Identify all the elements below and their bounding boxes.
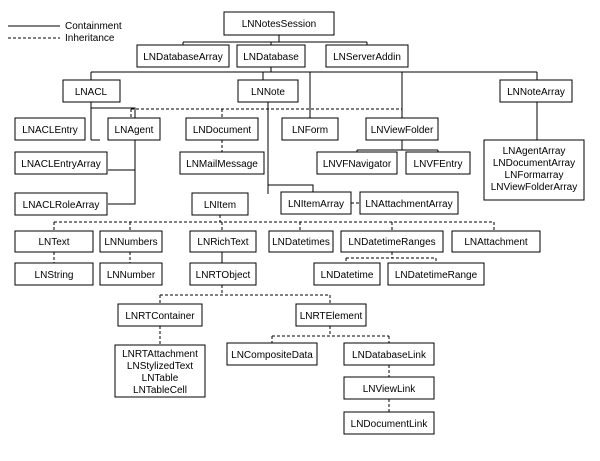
node-rt-element: LNRTElement [295, 303, 367, 327]
node-attachment: LNAttachment [451, 230, 541, 253]
node-rt-attachment-label: LNRTAttachment [122, 349, 198, 360]
node-vf-navigator: LNVFNavigator [316, 151, 398, 175]
node-agent: LNAgent [107, 117, 161, 141]
node-view-link: LNViewLink [343, 376, 435, 400]
node-view-folder-array-label: LNViewFolderArray [491, 182, 578, 193]
node-note-array: LNNoteArray [499, 79, 573, 103]
containment-connectors [90, 35, 538, 263]
node-agent-label: LNAgent [115, 125, 154, 136]
node-attachment-array: LNAttachmentArray [359, 191, 459, 215]
node-datetimes-label: LNDatetimes [272, 237, 330, 248]
node-rt-container: LNRTContainer [117, 303, 203, 327]
node-rich-text: LNRichText [189, 230, 257, 253]
node-numbers: LNNumbers [99, 230, 163, 253]
node-rt-object-label: LNRTObject [196, 270, 251, 281]
node-acl-label: LNACL [75, 87, 108, 98]
node-database-link-label: LNDatabaseLink [352, 350, 427, 361]
node-datetime-range-label: LNDatetimeRange [395, 270, 478, 281]
node-text: LNText [14, 230, 94, 253]
node-datetime-ranges: LNDatetimeRanges [340, 230, 444, 253]
node-database-label: LNDatabase [243, 52, 299, 63]
node-note-label: LNNote [251, 87, 285, 98]
legend-containment-label: Containment [65, 21, 122, 32]
node-rt-element-label: LNRTElement [300, 311, 363, 322]
node-acl-entry-label: LNACLEntry [22, 125, 78, 136]
node-acl: LNACL [62, 79, 121, 103]
node-agent-array-label: LNAgentArray [503, 146, 566, 157]
node-database-array-label: LNDatabaseArray [143, 52, 222, 63]
node-document-label: LNDocument [193, 125, 252, 136]
node-session: LNNotesSession [223, 11, 335, 36]
node-item-array-label: LNItemArray [288, 199, 344, 210]
node-rt-container-subtypes: LNRTAttachment LNStylizedText LNTable LN… [114, 344, 206, 398]
node-table-cell-label: LNTableCell [133, 385, 187, 396]
node-datetime-label: LNDatetime [321, 270, 374, 281]
node-datetime-ranges-label: LNDatetimeRanges [348, 237, 435, 248]
node-document-link-label: LNDocumentLink [351, 419, 429, 430]
node-item-array: LNItemArray [280, 191, 352, 215]
inheritance-connectors [53, 102, 495, 412]
node-mail-message-label: LNMailMessage [186, 159, 258, 170]
node-attachment-label: LNAttachment [464, 237, 528, 248]
node-database: LNDatabase [236, 44, 306, 68]
node-view-folder-label: LNViewFolder [371, 125, 434, 136]
node-datetimes: LNDatetimes [268, 230, 334, 253]
node-datetime-range: LNDatetimeRange [387, 262, 485, 286]
node-acl-role-array: LNACLRoleArray [14, 192, 108, 216]
legend-inheritance-label: Inheritance [65, 33, 115, 44]
node-number: LNNumber [99, 262, 163, 286]
node-form-label: LNForm [292, 125, 328, 136]
node-note: LNNote [237, 79, 299, 103]
node-string: LNString [14, 262, 94, 286]
node-acl-entry: LNACLEntry [14, 117, 86, 141]
node-rich-text-label: LNRichText [197, 237, 248, 248]
node-composite-data: LNCompositeData [226, 342, 318, 366]
node-form: LNForm [281, 117, 339, 141]
node-string-label: LNString [35, 270, 74, 281]
node-stylized-text-label: LNStylizedText [127, 361, 193, 372]
node-acl-role-array-label: LNACLRoleArray [23, 200, 100, 211]
node-database-array: LNDatabaseArray [136, 44, 230, 68]
node-composite-data-label: LNCompositeData [231, 350, 313, 361]
node-form-array-label: LNFormarray [505, 170, 564, 181]
node-database-link: LNDatabaseLink [343, 342, 435, 366]
node-item: LNItem [191, 192, 249, 216]
node-vf-entry: LNVFEntry [405, 151, 471, 175]
node-attachment-array-label: LNAttachmentArray [365, 199, 452, 210]
node-text-label: LNText [38, 237, 69, 248]
node-item-label: LNItem [204, 200, 236, 211]
node-datetime: LNDatetime [313, 262, 381, 286]
node-view-folder: LNViewFolder [365, 117, 439, 141]
node-server-addin: LNServerAddin [325, 44, 409, 68]
node-vf-entry-label: LNVFEntry [414, 159, 463, 170]
node-table-label: LNTable [142, 373, 179, 384]
node-number-label: LNNumber [107, 270, 156, 281]
node-rt-container-label: LNRTContainer [125, 311, 195, 322]
node-server-addin-label: LNServerAddin [333, 52, 401, 63]
node-note-array-subtypes: LNAgentArray LNDocumentArray LNFormarray… [483, 139, 585, 201]
node-acl-entry-array-label: LNACLEntryArray [21, 159, 100, 170]
node-document-link: LNDocumentLink [343, 411, 435, 435]
node-note-array-label: LNNoteArray [507, 87, 565, 98]
node-rt-object: LNRTObject [189, 262, 257, 286]
node-numbers-label: LNNumbers [104, 237, 157, 248]
legend: Containment Inheritance [8, 21, 122, 44]
node-acl-entry-array: LNACLEntryArray [14, 151, 108, 175]
node-view-link-label: LNViewLink [363, 384, 417, 395]
node-document-array-label: LNDocumentArray [493, 158, 575, 169]
node-vf-navigator-label: LNVFNavigator [323, 159, 392, 170]
node-session-label: LNNotesSession [242, 19, 316, 30]
node-document: LNDocument [185, 117, 259, 141]
node-mail-message: LNMailMessage [179, 151, 265, 175]
